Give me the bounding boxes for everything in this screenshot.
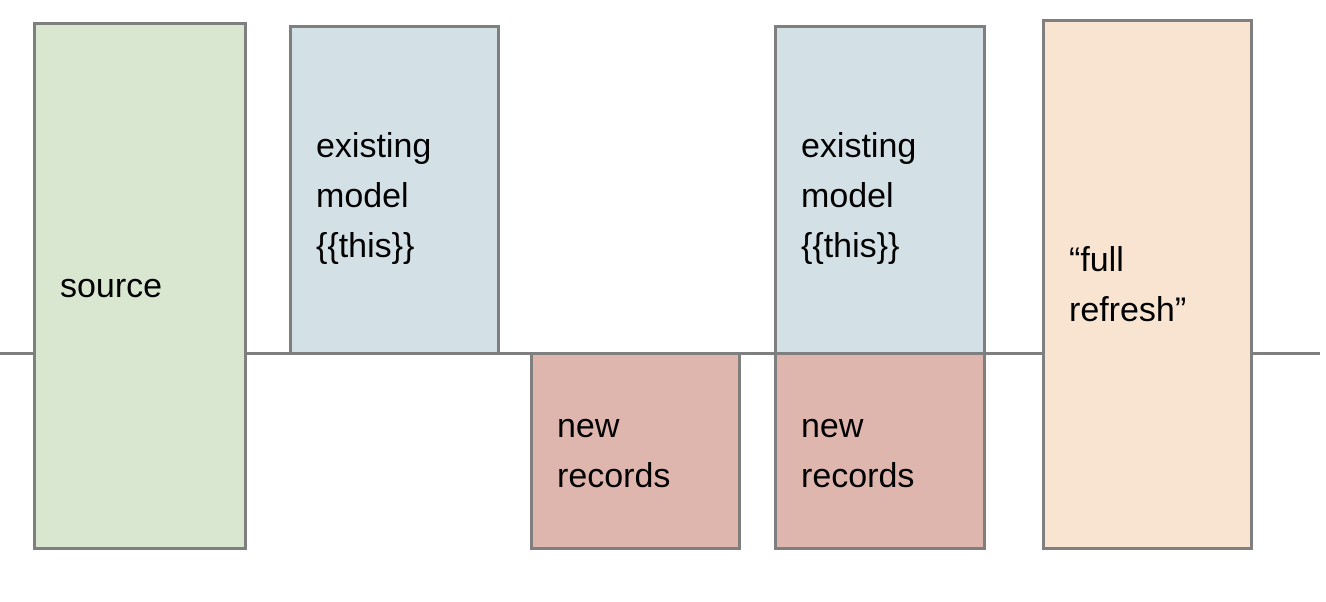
box-new-records-1[interactable]: new records bbox=[530, 352, 741, 550]
box-new-records-2[interactable]: new records bbox=[774, 352, 986, 550]
box-full-refresh-label: “full refresh” bbox=[1069, 240, 1187, 329]
box-existing-model-2-label: existing model {{this}} bbox=[801, 127, 917, 265]
box-source-label: source bbox=[60, 267, 163, 305]
box-existing-model-2[interactable]: existing model {{this}} bbox=[774, 25, 986, 355]
box-new-records-1-label: new records bbox=[557, 407, 671, 495]
box-existing-model-1[interactable]: existing model {{this}} bbox=[289, 25, 500, 355]
box-full-refresh[interactable]: “full refresh” bbox=[1042, 19, 1253, 550]
box-new-records-2-label: new records bbox=[801, 407, 915, 495]
box-source[interactable]: source bbox=[33, 22, 247, 550]
box-existing-model-1-label: existing model {{this}} bbox=[316, 127, 432, 265]
